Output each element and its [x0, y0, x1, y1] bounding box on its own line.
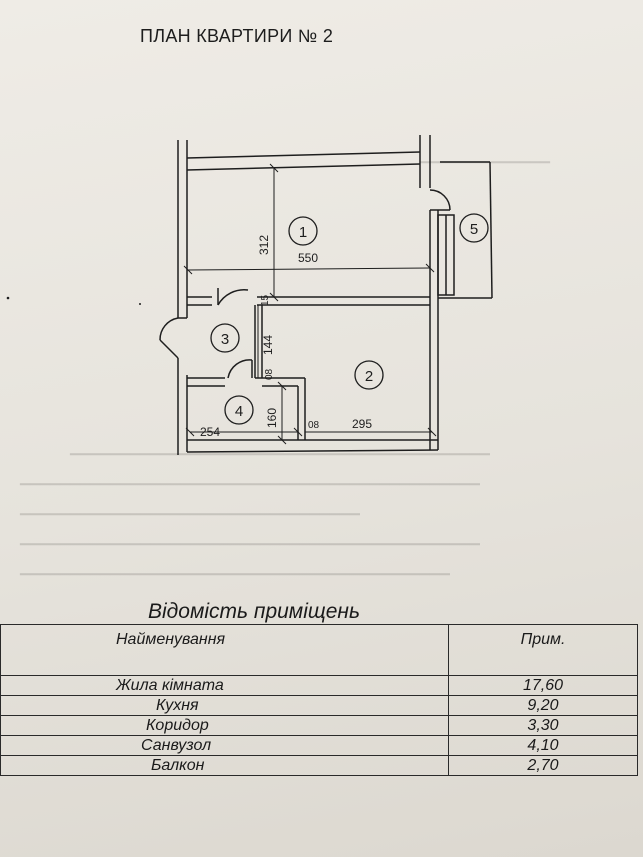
room-name: Коридор [0, 715, 449, 736]
room-marker-1 [288, 216, 318, 246]
room-name: Жила кімната [0, 675, 449, 696]
show-through-text: ▁▁▁▁▁▁▁▁▁▁▁▁▁▁▁▁▁▁▁▁▁▁▁▁▁▁▁▁▁▁▁▁▁▁ [20, 500, 360, 515]
show-through-text: ▁▁▁▁▁▁▁▁▁▁▁▁▁▁▁▁▁▁▁▁▁▁▁▁▁▁▁▁▁▁▁▁▁▁▁▁▁▁▁▁… [20, 530, 480, 545]
rooms-table-title: Відомість приміщень [148, 600, 361, 623]
plan-title: ПЛАН КВАРТИРИ № 2 [140, 26, 334, 46]
table-header-row: Найменування Прим. [0, 624, 638, 676]
room-number-4: 4 [235, 403, 243, 420]
room-number-1: 1 [299, 224, 307, 241]
floor-plan: 1 2 3 4 5 550 312 15 144 08 160 254 08 2… [6, 135, 493, 455]
table-row: Жила кімната 17,60 [0, 675, 638, 696]
show-through-text: ▁▁▁▁▁▁▁▁▁▁▁▁▁▁▁▁▁▁▁▁▁▁▁▁▁▁▁▁▁▁▁▁▁▁▁▁▁▁▁▁… [20, 470, 480, 485]
show-through-text: ▁▁▁▁▁▁▁▁▁▁▁▁▁▁▁▁▁▁▁▁▁▁▁▁▁▁▁▁▁▁▁▁▁▁▁▁▁▁▁▁… [20, 560, 450, 575]
dim-label-15: 15 [260, 294, 271, 306]
show-through-text: ▁▁▁▁▁▁▁▁▁▁▁▁▁▁▁▁▁▁▁▁▁▁▁▁▁▁▁▁▁▁▁▁▁▁▁▁▁▁▁▁… [70, 440, 490, 455]
room-name: Кухня [0, 695, 449, 716]
room-number-2: 2 [365, 368, 373, 385]
room-number-5: 5 [470, 221, 478, 238]
balcony-right [489, 161, 493, 299]
entrance-door-arc [159, 317, 179, 341]
show-through-text: ▁▁▁▁▁▁▁▁▁▁▁▁▁ [420, 148, 550, 163]
bottom-wall-outer [186, 449, 439, 453]
dim-line-550 [186, 267, 431, 271]
bath-door-arc [227, 359, 253, 379]
rooms-table: Найменування Прим. Жила кімната 17,60 Ку… [0, 624, 638, 776]
table-row: Кухня 9,20 [0, 695, 638, 716]
dim-label-160: 160 [265, 408, 279, 428]
room-number-3: 3 [221, 331, 229, 348]
stray-mark [6, 296, 10, 300]
table-row: Коридор 3,30 [0, 715, 638, 736]
room-marker-5 [459, 213, 489, 243]
dim-label-295: 295 [352, 417, 372, 431]
dim-label-144: 144 [261, 335, 275, 355]
dim-label-550: 550 [298, 251, 318, 265]
room-marker-4 [224, 395, 254, 425]
room-name: Балкон [0, 755, 449, 776]
table-row: Санвузол 4,10 [0, 735, 638, 756]
dim-label-312: 312 [257, 235, 271, 255]
top-wall-inner [186, 163, 421, 171]
dim-label-254: 254 [200, 425, 220, 439]
room-marker-3 [210, 323, 240, 353]
room-area: 17,60 [448, 675, 638, 696]
room-name: Санвузол [0, 735, 449, 756]
dim-label-08-bath: 08 [264, 368, 275, 380]
room-marker-2 [354, 360, 384, 390]
room1-door-arc [217, 289, 249, 306]
room-area: 3,30 [448, 715, 638, 736]
balcony-door-arc [429, 189, 451, 211]
room-area: 4,10 [448, 735, 638, 756]
table-row: Балкон 2,70 [0, 755, 638, 776]
room-area: 2,70 [448, 755, 638, 776]
column-header-name: Найменування [0, 624, 449, 676]
top-wall-outer [186, 151, 421, 159]
room-area: 9,20 [448, 695, 638, 716]
dim-label-08-wall: 08 [308, 420, 320, 431]
column-header-note: Прим. [448, 624, 638, 676]
